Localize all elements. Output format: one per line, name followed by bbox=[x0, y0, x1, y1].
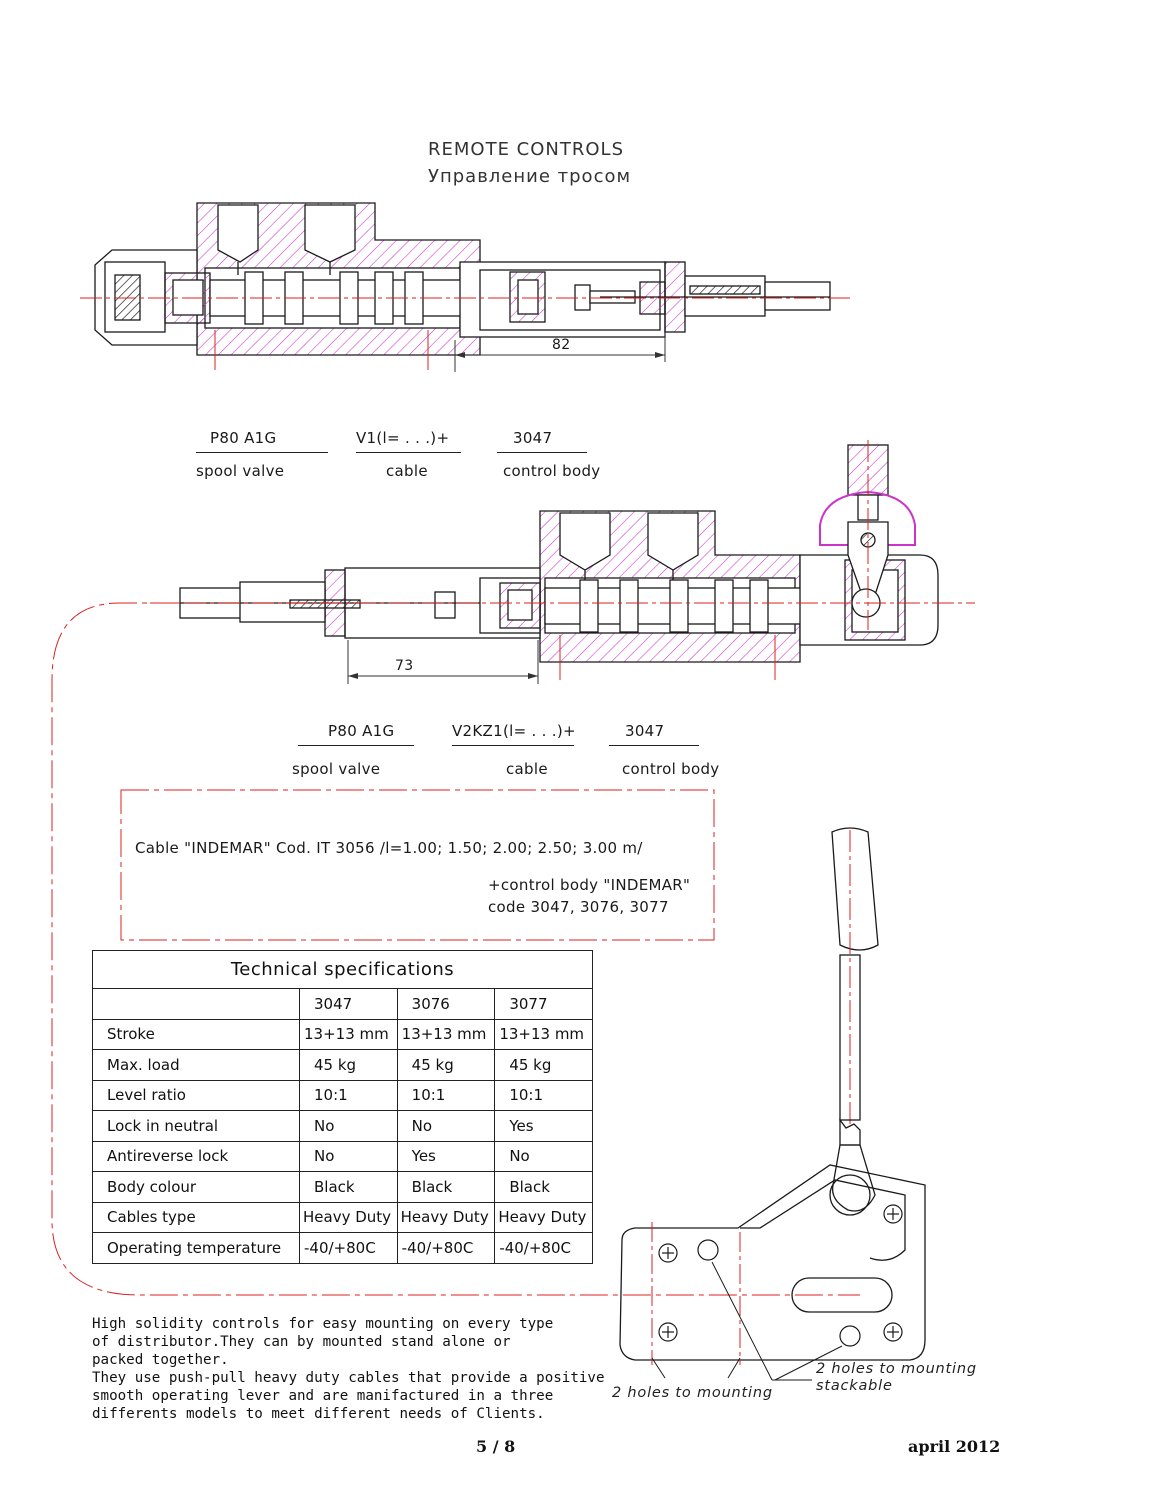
label-holes-stackable-2: stackable bbox=[816, 1378, 893, 1394]
description-line: High solidity controls for easy mounting… bbox=[92, 1316, 554, 1332]
d2-code-body: 3047 bbox=[609, 722, 699, 746]
description-line: packed together. bbox=[92, 1352, 229, 1368]
d1-code-body: 3047 bbox=[497, 429, 587, 453]
cell: No bbox=[299, 1140, 398, 1172]
cell: Heavy Duty bbox=[299, 1201, 398, 1233]
cable-route-dashed bbox=[51, 602, 860, 1296]
note-line-1: Cable "INDEMAR" Cod. IT 3056 /l=1.00; 1.… bbox=[135, 839, 643, 857]
d1-desc-cable: cable bbox=[386, 462, 428, 480]
title-en: REMOTE CONTROLS bbox=[428, 139, 624, 160]
cell: 13+13 mm bbox=[494, 1018, 593, 1050]
label-holes-stackable-1: 2 holes to mounting bbox=[816, 1361, 977, 1377]
diagram-2-cross-section bbox=[150, 440, 975, 684]
table-row: Cables type Heavy Duty Heavy Duty Heavy … bbox=[92, 1201, 593, 1233]
description-line: smooth operating lever and are manifactu… bbox=[92, 1388, 554, 1404]
row-label: Antireverse lock bbox=[92, 1140, 300, 1172]
dimension-82: 82 bbox=[552, 337, 571, 353]
table-row: Body colour Black Black Black bbox=[92, 1171, 593, 1203]
footer-date: april 2012 bbox=[908, 1437, 1001, 1456]
description-line: differents models to meet different need… bbox=[92, 1406, 545, 1422]
description-line: of distributor.They can by mounted stand… bbox=[92, 1334, 511, 1350]
note-box-frame bbox=[120, 789, 715, 941]
d1-code-spool: P80 A1G bbox=[196, 429, 328, 453]
d1-desc-body: control body bbox=[503, 462, 601, 480]
col-header: 3047 bbox=[299, 988, 398, 1020]
d2-code-spool: P80 A1G bbox=[298, 722, 414, 746]
table-row: Antireverse lock No Yes No bbox=[92, 1140, 593, 1172]
cell: 45 kg bbox=[494, 1049, 593, 1081]
cell: Black bbox=[299, 1171, 398, 1203]
cell: Black bbox=[494, 1171, 593, 1203]
header-blank bbox=[92, 988, 300, 1020]
row-label: Stroke bbox=[92, 1018, 300, 1050]
col-header: 3077 bbox=[494, 988, 593, 1020]
row-label: Level ratio bbox=[92, 1079, 300, 1111]
lever-drawing bbox=[619, 827, 926, 1381]
table-title-row: Technical specifications bbox=[92, 950, 593, 989]
col-header: 3076 bbox=[396, 988, 496, 1020]
row-label: Cables type bbox=[92, 1201, 300, 1233]
row-label: Lock in neutral bbox=[92, 1110, 300, 1142]
cell: Heavy Duty bbox=[396, 1201, 496, 1233]
description-line: They use push-pull heavy duty cables tha… bbox=[92, 1370, 605, 1386]
d1-code-cable: V1(l= . . .)+ bbox=[356, 429, 461, 453]
cell: Black bbox=[396, 1171, 496, 1203]
row-label: Body colour bbox=[92, 1171, 300, 1203]
row-label: Operating temperature bbox=[92, 1232, 300, 1264]
table-row: Lock in neutral No No Yes bbox=[92, 1110, 593, 1142]
title-ru: Управление тросом bbox=[428, 166, 632, 187]
table-row: Max. load 45 kg 45 kg 45 kg bbox=[92, 1049, 593, 1081]
description: High solidity controls for easy mounting… bbox=[92, 1315, 605, 1423]
cell: No bbox=[396, 1110, 496, 1142]
cell: No bbox=[494, 1140, 593, 1172]
d2-desc-spool: spool valve bbox=[292, 760, 381, 778]
table-row: Stroke 13+13 mm 13+13 mm 13+13 mm bbox=[92, 1018, 593, 1050]
cell: Yes bbox=[396, 1140, 496, 1172]
cell: 13+13 mm bbox=[299, 1018, 398, 1050]
cell: No bbox=[299, 1110, 398, 1142]
dimension-73: 73 bbox=[395, 658, 414, 674]
label-holes-mounting: 2 holes to mounting bbox=[612, 1385, 773, 1401]
cell: 13+13 mm bbox=[396, 1018, 496, 1050]
table-title: Technical specifications bbox=[92, 950, 593, 989]
cell: -40/+80C bbox=[299, 1232, 398, 1264]
cell: 45 kg bbox=[396, 1049, 496, 1081]
cell: 10:1 bbox=[396, 1079, 496, 1111]
diagram-1-cross-section bbox=[80, 202, 850, 372]
note-line-2: +control body "INDEMAR" bbox=[488, 876, 691, 894]
note-line-3: code 3047, 3076, 3077 bbox=[488, 898, 669, 916]
technical-specifications-table: Technical specifications 3047 3076 3077 … bbox=[92, 950, 593, 1264]
cell: 10:1 bbox=[299, 1079, 398, 1111]
d2-desc-cable: cable bbox=[506, 760, 548, 778]
cell: 45 kg bbox=[299, 1049, 398, 1081]
cell: Heavy Duty bbox=[494, 1201, 593, 1233]
cell: 10:1 bbox=[494, 1079, 593, 1111]
cell: Yes bbox=[494, 1110, 593, 1142]
d1-desc-spool: spool valve bbox=[196, 462, 285, 480]
table-row: Level ratio 10:1 10:1 10:1 bbox=[92, 1079, 593, 1111]
d2-code-cable: V2KZ1(l= . . .)+ bbox=[452, 722, 576, 746]
row-label: Max. load bbox=[92, 1049, 300, 1081]
cell: -40/+80C bbox=[396, 1232, 496, 1264]
page-number: 5 / 8 bbox=[476, 1437, 516, 1456]
cell: -40/+80C bbox=[494, 1232, 593, 1264]
d2-desc-body: control body bbox=[622, 760, 720, 778]
table-row: Operating temperature -40/+80C -40/+80C … bbox=[92, 1232, 593, 1264]
table-header-row: 3047 3076 3077 bbox=[92, 988, 593, 1020]
